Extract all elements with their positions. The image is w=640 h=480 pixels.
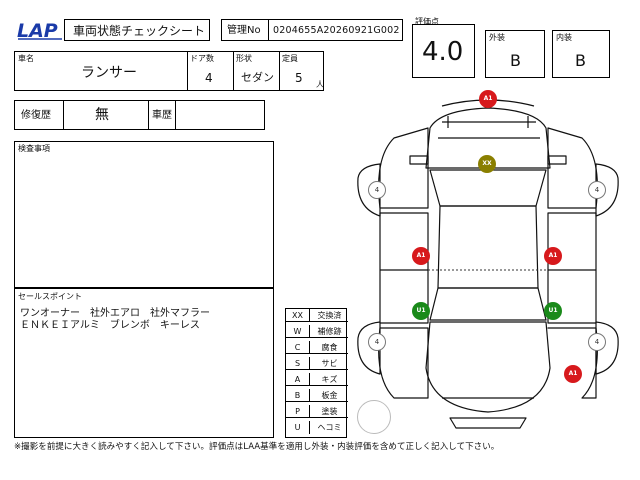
doc-title-box: 車両状態チェックシート [64, 19, 210, 41]
legend-row: U ヘコミ [286, 421, 348, 434]
car-diagram [357, 99, 619, 429]
damage-marker-left-door: A1 [412, 247, 430, 265]
laa-logo: LAP [16, 18, 66, 42]
tire-front-left: 4 [368, 181, 386, 199]
score-box: 4.0 [412, 24, 475, 78]
exterior-grade-box: 外装 B [485, 30, 545, 78]
tire-front-right: 4 [588, 181, 606, 199]
tire-rear-left: 4 [368, 333, 386, 351]
legend-row: A キズ [286, 373, 348, 386]
legend-row: S サビ [286, 357, 348, 370]
legend-desc: ヘコミ [317, 423, 342, 432]
shape-label: 形状 [236, 54, 252, 63]
damage-marker-roof: XX [478, 155, 496, 173]
tire-rear-right: 4 [588, 333, 606, 351]
legend-desc: 腐食 [321, 343, 338, 352]
car-name-value: ランサー [81, 65, 137, 81]
legend-row: B 板金 [286, 389, 348, 402]
damage-marker-rear-right: A1 [564, 365, 582, 383]
legend-code: A [286, 373, 310, 386]
exterior-value: B [510, 51, 521, 70]
legend-row: P 塗装 [286, 405, 348, 418]
shape-value: セダン [241, 71, 274, 84]
interior-label: 内装 [556, 33, 572, 42]
legend-code: B [286, 389, 310, 402]
legend-desc: キズ [321, 375, 338, 384]
repair-history-label: 修復歴 [21, 110, 51, 121]
vehicle-history-label: 車歴 [152, 110, 172, 121]
logo-text: LAP [17, 20, 58, 42]
legend-code: XX [286, 309, 310, 322]
car-name-label: 車名 [18, 54, 34, 63]
score-label: 評価点 [415, 17, 439, 26]
sales-points-box: セールスポイント ワンオーナー 社外エアロ 社外マフラー ＥＮＫＥＩアルミ ブレ… [14, 288, 274, 438]
legend-desc: 板金 [321, 391, 338, 400]
damage-marker-right-door: A1 [544, 247, 562, 265]
legend-code: P [286, 405, 310, 418]
exterior-label: 外装 [489, 33, 505, 42]
doc-title: 車両状態チェックシート [73, 24, 206, 38]
inspection-items-box: 検査事項 [14, 141, 274, 288]
legend-desc: 塗装 [321, 407, 338, 416]
mgmt-label: 管理No [227, 25, 261, 36]
legend-desc: 交換済 [317, 311, 342, 320]
legend-code: U [286, 421, 310, 434]
legend-row: W 補修跡 [286, 325, 348, 338]
damage-legend: XX 交換済 W 補修跡 C 腐食 S サビ A キズ B 板金 P 塗装 U … [285, 308, 348, 438]
capacity-label: 定員 [282, 54, 298, 63]
car-info-row: 車名 ランサー ドア数 4 形状 セダン 定員 5 人 [14, 51, 324, 91]
legend-desc: 補修跡 [317, 327, 342, 336]
logo-graphic: LAP [17, 20, 62, 42]
legend-code: W [286, 325, 310, 338]
management-number-box: 管理No 0204655A20260921G002 [221, 19, 403, 41]
capacity-unit: 人 [316, 80, 324, 89]
repair-history-value: 無 [95, 107, 109, 123]
interior-grade-box: 内装 B [552, 30, 610, 78]
doors-value: 4 [205, 71, 213, 85]
inspection-label: 検査事項 [18, 144, 50, 153]
damage-marker-right-rear-door: U1 [544, 302, 562, 320]
sales-line-2: ＥＮＫＥＩアルミ ブレンボ キーレス [20, 320, 200, 331]
sales-label: セールスポイント [18, 292, 82, 301]
legend-row: XX 交換済 [286, 309, 348, 322]
score-value: 4.0 [422, 37, 464, 67]
doors-label: ドア数 [190, 54, 214, 63]
mgmt-number: 0204655A20260921G002 [273, 25, 400, 36]
damage-marker-left-rear-door: U1 [412, 302, 430, 320]
repair-history-row: 修復歴 無 車歴 [14, 100, 265, 130]
legend-code: S [286, 357, 310, 370]
interior-value: B [575, 51, 586, 70]
legend-row: C 腐食 [286, 341, 348, 354]
legend-desc: サビ [321, 359, 338, 368]
footer-note: ※撮影を前提に大きく読みやすく記入して下さい。評価点はLAA基準を適用し外装・内… [14, 442, 500, 452]
legend-code: C [286, 341, 310, 354]
stamp-circle [357, 400, 391, 434]
sales-line-1: ワンオーナー 社外エアロ 社外マフラー [20, 308, 210, 319]
damage-marker-front: A1 [479, 90, 497, 108]
capacity-value: 5 [295, 71, 303, 85]
